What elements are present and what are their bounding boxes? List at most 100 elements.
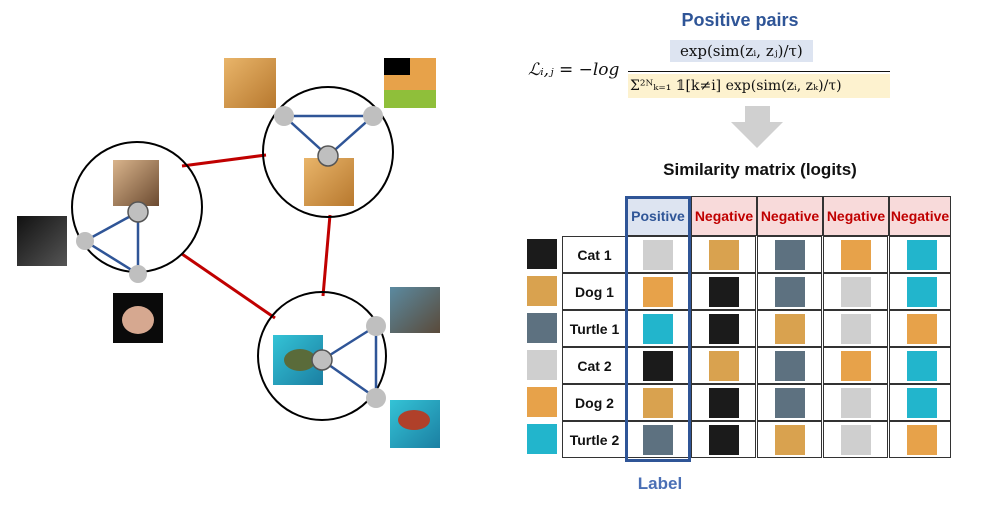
dog-node-1 bbox=[317, 145, 339, 167]
label-caption: Label bbox=[637, 474, 683, 493]
dog-cluster-circle bbox=[262, 86, 394, 218]
matrix-cell bbox=[625, 384, 690, 421]
matrix-thumbnail bbox=[841, 314, 871, 344]
cat-photo-center bbox=[113, 160, 159, 206]
matrix-thumbnail bbox=[643, 425, 673, 455]
matrix-cell bbox=[889, 347, 951, 384]
row-sample-thumbnail bbox=[527, 239, 557, 269]
turtle-node-1 bbox=[311, 349, 333, 371]
matrix-thumbnail bbox=[841, 388, 871, 418]
matrix-thumbnail bbox=[709, 314, 739, 344]
matrix-cell bbox=[691, 421, 756, 458]
turtle-graph bbox=[273, 287, 440, 448]
matrix-thumbnail bbox=[841, 351, 871, 381]
matrix-thumbnail bbox=[775, 277, 805, 307]
turtle-node-3 bbox=[366, 388, 386, 408]
contrastive-loss-formula: ℒᵢ,ⱼ = −log exp(sim(zᵢ, zⱼ)/τ) Σ²ᴺₖ₌₁ 𝟙[… bbox=[520, 38, 900, 108]
matrix-cell bbox=[691, 384, 756, 421]
row-label: Turtle 1 bbox=[562, 310, 627, 347]
similarity-matrix-title: Similarity matrix (logits) bbox=[663, 160, 857, 179]
row-sample-thumbnail bbox=[527, 276, 557, 306]
cat-node-1 bbox=[127, 201, 149, 223]
dog-node-3 bbox=[363, 106, 383, 126]
matrix-cell bbox=[823, 421, 888, 458]
matrix-thumbnail bbox=[775, 351, 805, 381]
matrix-cell bbox=[889, 236, 951, 273]
matrix-cell bbox=[757, 236, 822, 273]
positive-column-highlight bbox=[625, 196, 691, 462]
matrix-thumbnail bbox=[907, 425, 937, 455]
matrix-thumbnail bbox=[775, 240, 805, 270]
matrix-cell bbox=[757, 421, 822, 458]
cat-node-3 bbox=[129, 265, 147, 283]
loss-lhs: ℒᵢ,ⱼ = −log bbox=[528, 60, 620, 80]
loss-denominator: Σ²ᴺₖ₌₁ 𝟙[k≠i] exp(sim(zᵢ, zₖ)/τ) bbox=[628, 74, 890, 98]
row-sample-thumbnail bbox=[527, 387, 557, 417]
matrix-thumbnail bbox=[907, 277, 937, 307]
dog-node-2 bbox=[274, 106, 294, 126]
cat-graph bbox=[17, 160, 163, 343]
matrix-thumbnail bbox=[709, 388, 739, 418]
row-label: Cat 2 bbox=[562, 347, 627, 384]
matrix-thumbnail bbox=[775, 425, 805, 455]
matrix-thumbnail bbox=[775, 314, 805, 344]
matrix-cell bbox=[889, 421, 951, 458]
matrix-thumbnail bbox=[643, 240, 673, 270]
matrix-cell bbox=[625, 347, 690, 384]
matrix-cell bbox=[823, 347, 888, 384]
matrix-cell bbox=[889, 384, 951, 421]
matrix-cell bbox=[691, 236, 756, 273]
matrix-thumbnail bbox=[643, 277, 673, 307]
row-sample-thumbnail bbox=[527, 350, 557, 380]
matrix-thumbnail bbox=[709, 425, 739, 455]
turtle-photo-top-right bbox=[390, 287, 440, 333]
cat-photo-sketch bbox=[17, 216, 67, 266]
matrix-cell bbox=[889, 310, 951, 347]
cluster-links bbox=[181, 153, 332, 320]
column-header-negative: Negative bbox=[823, 196, 889, 236]
row-label: Dog 1 bbox=[562, 273, 627, 310]
matrix-cell bbox=[889, 273, 951, 310]
matrix-cell bbox=[823, 273, 888, 310]
row-label: Dog 2 bbox=[562, 384, 627, 421]
dog-graph bbox=[224, 58, 436, 206]
matrix-thumbnail bbox=[907, 351, 937, 381]
cat-node-2 bbox=[76, 232, 94, 250]
positive-pairs-title: Positive pairs bbox=[681, 10, 799, 30]
matrix-cell bbox=[757, 310, 822, 347]
dog-photo-top-left bbox=[224, 58, 276, 108]
matrix-thumbnail bbox=[907, 388, 937, 418]
matrix-thumbnail bbox=[775, 388, 805, 418]
matrix-cell bbox=[823, 384, 888, 421]
matrix-thumbnail bbox=[643, 388, 673, 418]
matrix-cell bbox=[625, 236, 690, 273]
row-sample-thumbnail bbox=[527, 313, 557, 343]
row-label: Turtle 2 bbox=[562, 421, 627, 458]
matrix-thumbnail bbox=[907, 240, 937, 270]
matrix-cell bbox=[757, 384, 822, 421]
matrix-thumbnail bbox=[709, 351, 739, 381]
column-header-negative: Negative bbox=[889, 196, 951, 236]
loss-numerator: exp(sim(zᵢ, zⱼ)/τ) bbox=[670, 40, 813, 62]
fraction-bar bbox=[628, 71, 890, 72]
column-header-negative: Negative bbox=[691, 196, 757, 236]
matrix-cell bbox=[823, 236, 888, 273]
matrix-thumbnail bbox=[841, 240, 871, 270]
matrix-thumbnail bbox=[643, 314, 673, 344]
matrix-thumbnail bbox=[841, 277, 871, 307]
row-sample-thumbnail bbox=[527, 424, 557, 454]
row-label: Cat 1 bbox=[562, 236, 627, 273]
turtle-cluster-circle bbox=[257, 291, 387, 421]
matrix-cell bbox=[625, 273, 690, 310]
matrix-thumbnail bbox=[709, 240, 739, 270]
matrix-thumbnail bbox=[643, 351, 673, 381]
matrix-cell bbox=[691, 347, 756, 384]
matrix-cell bbox=[691, 310, 756, 347]
column-header-negative: Negative bbox=[757, 196, 823, 236]
matrix-cell bbox=[757, 273, 822, 310]
matrix-thumbnail bbox=[709, 277, 739, 307]
matrix-cell bbox=[691, 273, 756, 310]
matrix-cell bbox=[757, 347, 822, 384]
matrix-cell bbox=[823, 310, 888, 347]
